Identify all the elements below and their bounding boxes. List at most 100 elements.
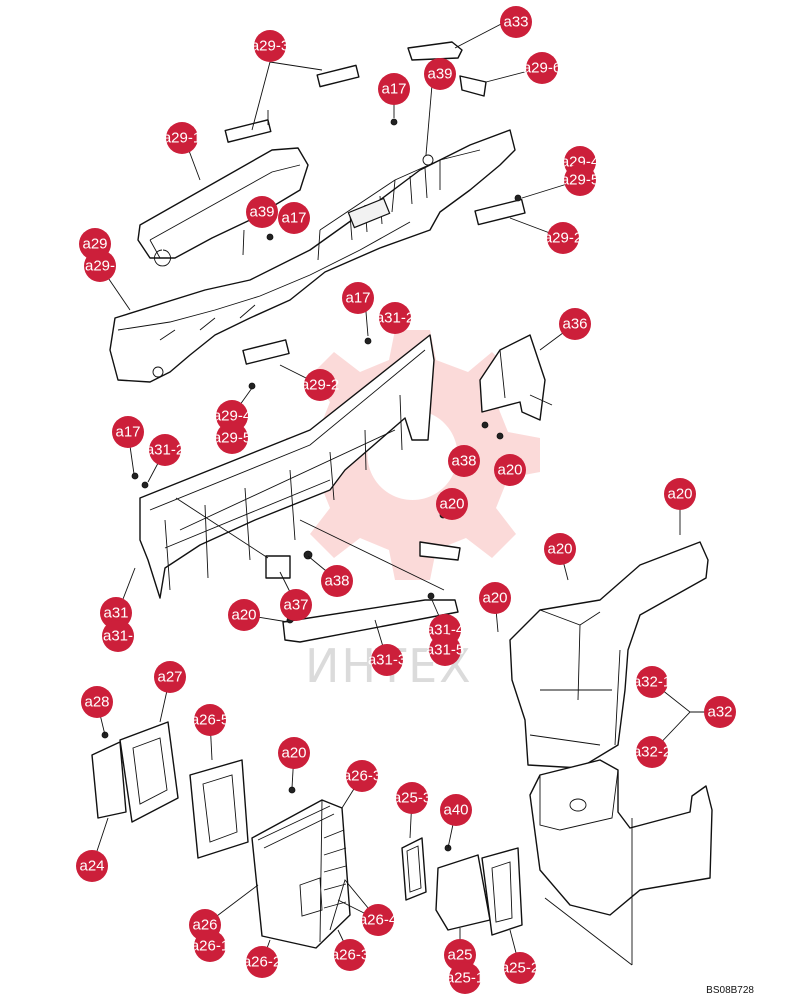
svg-text:a26-4: a26-4: [359, 912, 397, 929]
callout: a25-2: [501, 952, 539, 984]
callout: a26-3: [343, 760, 381, 792]
callout: a31-2: [376, 302, 414, 334]
svg-text:a36: a36: [562, 316, 587, 333]
svg-text:a31-2: a31-2: [376, 310, 414, 327]
svg-text:a20: a20: [547, 541, 572, 558]
svg-text:a29-: a29-: [85, 258, 115, 275]
svg-text:a17: a17: [345, 290, 370, 307]
svg-text:a29-2: a29-2: [544, 230, 582, 247]
callout: a29-: [84, 250, 116, 282]
callout: a36: [559, 308, 591, 340]
svg-text:a32-1: a32-1: [633, 674, 671, 691]
callout: a37: [280, 589, 312, 621]
svg-text:a37: a37: [283, 597, 308, 614]
callout: a29-4: [213, 400, 251, 432]
callout: a20: [278, 737, 310, 769]
callout: a32: [704, 696, 736, 728]
svg-text:a26-1: a26-1: [191, 938, 229, 955]
callout: a26-1: [191, 930, 229, 962]
callout: a20: [479, 582, 511, 614]
svg-text:a31-: a31-: [103, 628, 133, 645]
svg-text:a38: a38: [324, 573, 349, 590]
svg-text:a31: a31: [103, 605, 128, 622]
svg-text:a20: a20: [281, 745, 306, 762]
callout: a31: [100, 597, 132, 629]
svg-text:a24: a24: [79, 858, 104, 875]
svg-text:a20: a20: [482, 590, 507, 607]
callout: a29-6: [523, 52, 561, 84]
small-fittings: [224, 41, 526, 390]
svg-text:a26-3: a26-3: [331, 947, 369, 964]
callout: a31-5: [426, 634, 464, 666]
svg-text:a31-5: a31-5: [426, 642, 464, 659]
right-duct-assembly: [509, 541, 713, 966]
svg-text:a31-3: a31-3: [368, 652, 406, 669]
svg-text:a29-1: a29-1: [163, 130, 201, 147]
callout: a25-3: [393, 782, 431, 814]
middle-duct-frame: [131, 334, 553, 643]
svg-text:a27: a27: [157, 669, 182, 686]
upper-duct-part: [109, 129, 516, 383]
svg-text:a39: a39: [427, 66, 452, 83]
svg-text:a33: a33: [503, 14, 528, 31]
svg-text:a25-1: a25-1: [446, 970, 484, 987]
watermark-gear-logo: [286, 330, 540, 580]
svg-text:a20: a20: [231, 607, 256, 624]
svg-text:a29-6: a29-6: [523, 60, 561, 77]
callout: a20: [544, 533, 576, 565]
callout: a39: [246, 196, 278, 228]
callout: a26-4: [359, 904, 397, 936]
svg-text:a29-4: a29-4: [561, 154, 599, 171]
callout: a24: [76, 850, 108, 882]
callout: a17: [112, 416, 144, 448]
svg-text:a38: a38: [451, 453, 476, 470]
callout: a39: [424, 58, 456, 90]
svg-text:a31-2: a31-2: [146, 442, 184, 459]
callout: a29-2: [544, 222, 582, 254]
svg-text:a26-3: a26-3: [343, 768, 381, 785]
callout-labels: a33 a29-3 a39 a29-6 a17 a29-1 a29-4 a29-…: [76, 6, 736, 994]
svg-text:a29: a29: [82, 236, 107, 253]
lower-parts: [91, 721, 523, 949]
callout: a38: [321, 565, 353, 597]
svg-text:a25-2: a25-2: [501, 960, 539, 977]
callout: a29-5: [213, 422, 251, 454]
callout: a38: [448, 445, 480, 477]
callout: a20: [494, 454, 526, 486]
svg-text:a25-3: a25-3: [393, 790, 431, 807]
svg-text:a31-4: a31-4: [426, 622, 464, 639]
svg-text:a32: a32: [707, 704, 732, 721]
callout: a31-: [102, 620, 134, 652]
svg-text:a25: a25: [447, 947, 472, 964]
callout: a26-2: [243, 946, 281, 978]
svg-text:a29-5: a29-5: [561, 172, 599, 189]
callout: a17: [278, 202, 310, 234]
callout: a40: [440, 794, 472, 826]
callout: a29-3: [251, 30, 289, 62]
callout: a29-5: [561, 164, 599, 196]
svg-text:a17: a17: [381, 81, 406, 98]
callout: a29-2: [301, 369, 339, 401]
callout: a31-2: [146, 434, 184, 466]
svg-text:a29-3: a29-3: [251, 38, 289, 55]
svg-text:a20: a20: [439, 496, 464, 513]
svg-text:a29-5: a29-5: [213, 430, 251, 447]
svg-text:a20: a20: [667, 486, 692, 503]
callout: a17: [378, 73, 410, 105]
callout: a31-3: [368, 644, 406, 676]
svg-text:a26-2: a26-2: [243, 954, 281, 971]
drawing-code: BS08B728: [706, 985, 754, 996]
callout: a25-1: [446, 962, 484, 994]
callout: a33: [500, 6, 532, 38]
callout: a20: [228, 599, 260, 631]
callout: a26-5: [191, 704, 229, 736]
svg-text:a26-5: a26-5: [191, 712, 229, 729]
callout: a28: [81, 686, 113, 718]
callout: a32-2: [633, 736, 671, 768]
svg-text:a20: a20: [497, 462, 522, 479]
callout: a26-3: [331, 939, 369, 971]
svg-text:a40: a40: [443, 802, 468, 819]
svg-text:a17: a17: [115, 424, 140, 441]
callout: a17: [342, 282, 374, 314]
